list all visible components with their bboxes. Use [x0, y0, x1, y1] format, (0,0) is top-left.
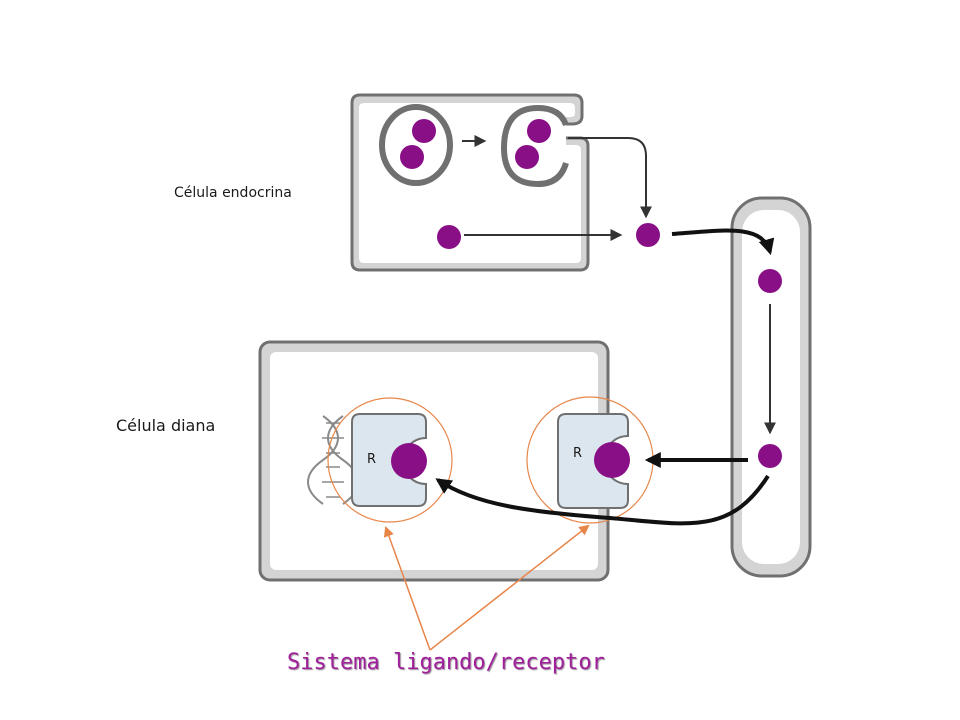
hormone-molecule [636, 223, 660, 247]
highlight-circle-nuclear [327, 397, 453, 523]
hormone-molecule [758, 269, 782, 293]
hormone-molecule [527, 119, 551, 143]
to-nuclear-receptor-arrow [435, 474, 770, 526]
hormone-molecule [515, 145, 539, 169]
nuclear-receptor-label: R [367, 452, 377, 467]
to-blood-arrow [671, 228, 775, 256]
membrane-receptor [557, 413, 629, 509]
bound-hormone-membrane [594, 442, 630, 478]
endocrine-cell [350, 93, 590, 272]
exocytosis-arrow [568, 137, 652, 219]
target-cell-label: Célula diana [116, 416, 216, 435]
bound-hormone-nuclear [391, 443, 427, 479]
target-cell-cytoplasm [270, 352, 598, 570]
exocytosing-vesicle [500, 104, 569, 188]
hormone-molecule [758, 444, 782, 468]
pointer-arrow-membrane [429, 524, 590, 651]
membrane-receptor-label: R [573, 446, 583, 461]
hormone-molecule [437, 225, 461, 249]
secretory-vesicle [379, 104, 453, 186]
pointer-arrow-nuclear [383, 526, 431, 651]
hormone-molecules [391, 119, 782, 479]
hormone-molecule [412, 119, 436, 143]
nuclear-receptor [351, 413, 427, 507]
endocrine-cell-label: Célula endocrina [174, 185, 292, 201]
hormone-molecule [400, 145, 424, 169]
target-cell [258, 340, 610, 582]
ligand-receptor-system-label: Sistema ligando/receptor [287, 650, 605, 675]
